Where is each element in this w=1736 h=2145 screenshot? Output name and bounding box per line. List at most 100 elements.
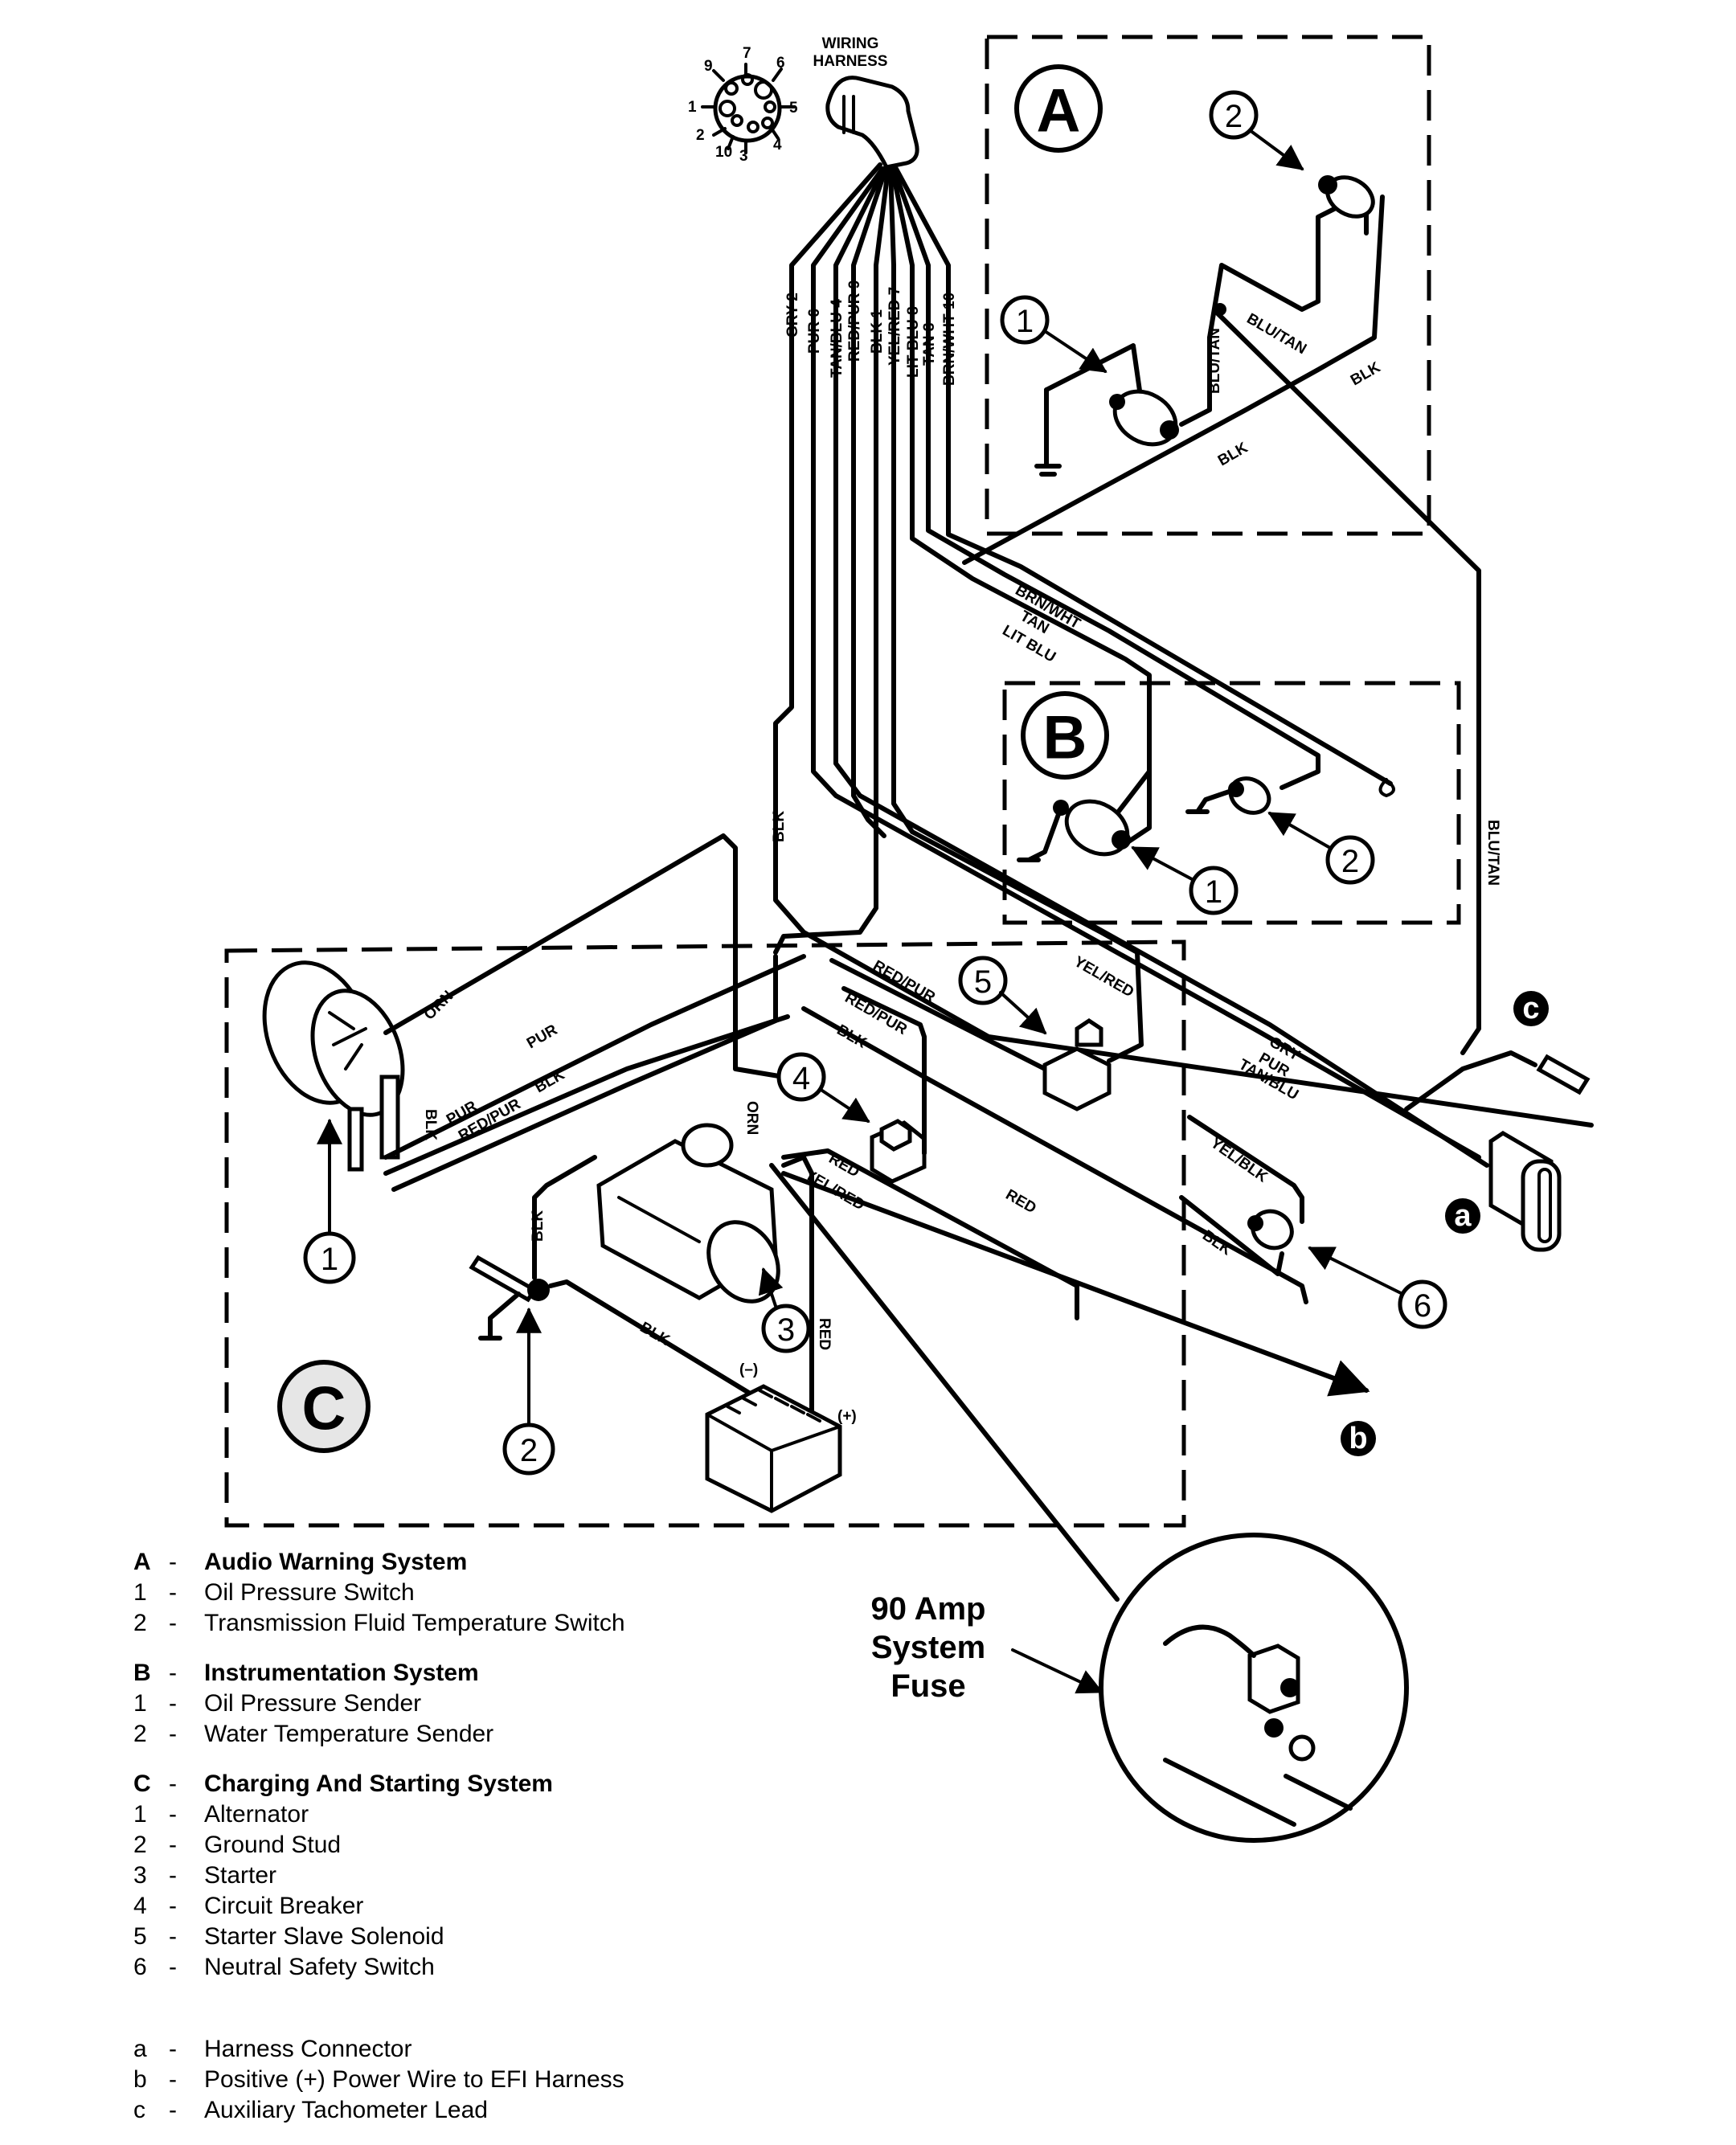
- wire-label-blk-ground: BLK: [530, 1210, 547, 1242]
- wire-label-orn-starter: ORN: [743, 1101, 760, 1135]
- legend-dash: -: [169, 1721, 177, 1747]
- pin-7-label: 7: [743, 45, 751, 62]
- legend-dash: -: [169, 2066, 177, 2093]
- ground-stud[interactable]: [469, 1255, 550, 1303]
- callout-c-3-arrow: [758, 1267, 784, 1308]
- system-c-box: [224, 939, 1186, 1528]
- a-blu-tan-down-wire: [1215, 311, 1481, 1055]
- svg-text:6: 6: [1414, 1288, 1431, 1324]
- svg-text:B: B: [1043, 704, 1087, 772]
- svg-text:b: b: [1349, 1422, 1367, 1455]
- pin-5-label: 5: [789, 100, 798, 117]
- starter-slave-solenoid[interactable]: [1042, 1017, 1112, 1111]
- callout-b-1-arrow: [1131, 846, 1195, 882]
- legend-key: 1: [133, 1579, 147, 1606]
- legend-key: C: [133, 1770, 151, 1797]
- pin-2-label: 2: [696, 127, 705, 144]
- legend: A-Audio Warning System 1-Oil Pressure Sw…: [133, 1547, 625, 2145]
- callout-c-3: 3: [761, 1304, 811, 1353]
- neutral-safety-switch[interactable]: [1246, 1204, 1298, 1255]
- wire-label-blk-vert: BLK: [771, 811, 788, 842]
- legend-text: Harness Connector: [204, 2036, 412, 2062]
- pin-9-label: 9: [704, 58, 713, 75]
- wiring-harness-label-1: WIRING: [822, 35, 879, 52]
- harness-wire-bundle: [773, 162, 1594, 1168]
- starter-red-wire: [781, 1148, 1079, 1320]
- legend-text: Transmission Fluid Temperature Switch: [204, 1610, 625, 1636]
- wiring-harness-plug[interactable]: [825, 76, 919, 170]
- b-oil-sender-wire: [1123, 769, 1152, 846]
- transmission-fluid-temp-switch[interactable]: [1318, 170, 1380, 224]
- svg-text:5: 5: [974, 964, 992, 1000]
- legend-text: Water Temperature Sender: [204, 1721, 494, 1747]
- red-pur-sol-wire: [829, 958, 1047, 1071]
- system-c-badge: C: [277, 1360, 371, 1453]
- fuse-label-arrow: [1011, 1648, 1103, 1694]
- a-blk-wire: [962, 194, 1385, 565]
- callout-a-1: 1: [1000, 295, 1050, 345]
- starter[interactable]: [596, 1123, 792, 1314]
- legend-dash: -: [169, 2097, 177, 2123]
- legend-text: Starter Slave Solenoid: [204, 1923, 444, 1950]
- legend-text: Starter: [204, 1862, 277, 1889]
- legend-refs: a-Harness Connector b-Positive (+) Power…: [133, 2034, 625, 2126]
- legend-item: 2- Transmission Fluid Temperature Switch: [133, 1608, 625, 1639]
- ref-b-badge: b: [1341, 1421, 1376, 1456]
- legend-dash: -: [169, 2036, 177, 2062]
- legend-dash: -: [169, 1832, 177, 1858]
- ref-a-badge: a: [1445, 1198, 1480, 1234]
- ground-symbol-a: [1034, 387, 1062, 477]
- legend-text: Positive (+) Power Wire to EFI Harness: [204, 2066, 624, 2093]
- legend-dash: -: [169, 1893, 177, 1919]
- auxiliary-tachometer-lead[interactable]: [1536, 1054, 1591, 1095]
- circuit-breaker[interactable]: [870, 1119, 927, 1184]
- legend-dash: -: [169, 1690, 177, 1717]
- legend-header: A-Audio Warning System: [133, 1547, 625, 1578]
- alt-blk-wire: [391, 954, 778, 1192]
- legend-title: Instrumentation System: [204, 1660, 479, 1686]
- wire-label-red-batt: RED: [816, 1318, 833, 1350]
- wire-label-brn-wht-10: BRN/WHT 10: [941, 293, 958, 386]
- callout-b-2: 2: [1325, 835, 1375, 885]
- legend-key: 5: [133, 1923, 147, 1950]
- legend-key: a: [133, 2036, 147, 2062]
- wire-label-tan-3: TAN 3: [921, 323, 938, 366]
- svg-text:a: a: [1454, 1199, 1472, 1233]
- wire-label-pur-6: PUR 6: [806, 309, 823, 354]
- wire-label-blk-alt-vert: BLK: [422, 1109, 439, 1140]
- svg-text:1: 1: [1205, 874, 1222, 910]
- legend-item: c-Auxiliary Tachometer Lead: [133, 2095, 625, 2126]
- system-a-badge: A: [1014, 64, 1103, 153]
- legend-dash: -: [169, 1862, 177, 1889]
- fuse-label: 90 Amp System Fuse: [836, 1590, 1021, 1705]
- harness-pin-diagram: 7 9 6 1 5 2 4 10 3: [688, 45, 798, 165]
- legend-item: 4-Circuit Breaker: [133, 1891, 625, 1922]
- legend-item: 1-Alternator: [133, 1799, 625, 1830]
- ground-symbol-c: [478, 1292, 521, 1341]
- legend-key: 1: [133, 1690, 147, 1717]
- pin-1-label: 1: [688, 99, 697, 116]
- wiring-harness-label-2: HARNESS: [813, 53, 888, 70]
- legend-title: Charging And Starting System: [204, 1770, 553, 1797]
- battery-negative-label: (–): [739, 1361, 758, 1378]
- svg-text:3: 3: [777, 1312, 795, 1348]
- fuse-label-line-3: Fuse: [891, 1668, 966, 1704]
- blk-nss-wire: [1179, 1195, 1284, 1276]
- oil-pressure-switch[interactable]: [1105, 381, 1185, 455]
- wire-label-gry-2: GRY 2: [784, 293, 801, 338]
- legend-key: 2: [133, 1721, 147, 1747]
- wire-label-pur-2: PUR: [524, 1021, 560, 1052]
- ground-symbol-b1: [1017, 805, 1063, 862]
- ground-blk-wire-up: [532, 1155, 597, 1280]
- alternator[interactable]: [246, 948, 419, 1172]
- legend-key: 2: [133, 1610, 147, 1636]
- harness-connector[interactable]: [1488, 1131, 1562, 1252]
- legend-title: Audio Warning System: [204, 1549, 468, 1575]
- ground-symbol-b2: [1185, 787, 1239, 814]
- wire-label-tan-blu-4: TAN/BLU 4: [829, 299, 845, 378]
- water-temp-sender[interactable]: [1224, 772, 1275, 820]
- battery[interactable]: [705, 1384, 842, 1513]
- wire-label-blk-a2: BLK: [1215, 439, 1251, 469]
- legend-dash: -: [169, 1610, 177, 1636]
- battery-positive-label: (+): [837, 1408, 857, 1425]
